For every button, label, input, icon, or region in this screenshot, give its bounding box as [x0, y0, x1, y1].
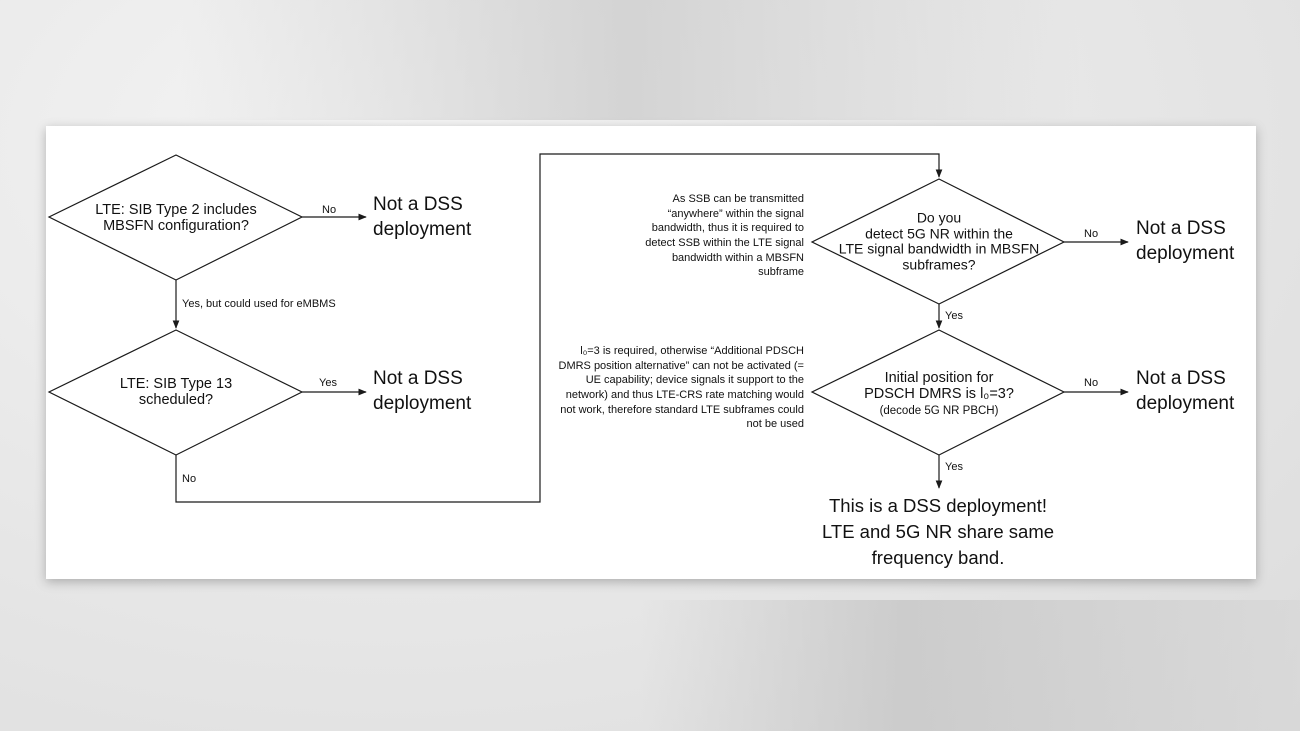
edge-label-no: No — [322, 204, 337, 216]
arrow-d2-no — [175, 153, 943, 503]
edge-label-yes-embms: Yes, but could used for eMBMS — [182, 298, 336, 310]
decision-dmrs-sub: (decode 5G NR PBCH) — [879, 405, 999, 418]
background-blur — [640, 600, 1300, 731]
background-blur — [180, 0, 1080, 120]
note-l0: l₀=3 is required, otherwise “Additional … — [558, 345, 805, 431]
edge-label-yes: Yes — [319, 377, 337, 389]
edge-label-no: No — [1084, 377, 1099, 389]
note-ssb: As SSB can be transmitted “anywhere” wit… — [645, 193, 804, 279]
flowchart-lines — [47, 153, 1129, 503]
edge-label-yes: Yes — [945, 461, 963, 473]
edge-label-no: No — [182, 473, 197, 485]
result-dss-deployment: This is a DSS deployment!LTE and 5G NR s… — [821, 495, 1055, 568]
edge-label-no: No — [1084, 228, 1099, 240]
edge-label-yes: Yes — [945, 310, 963, 322]
